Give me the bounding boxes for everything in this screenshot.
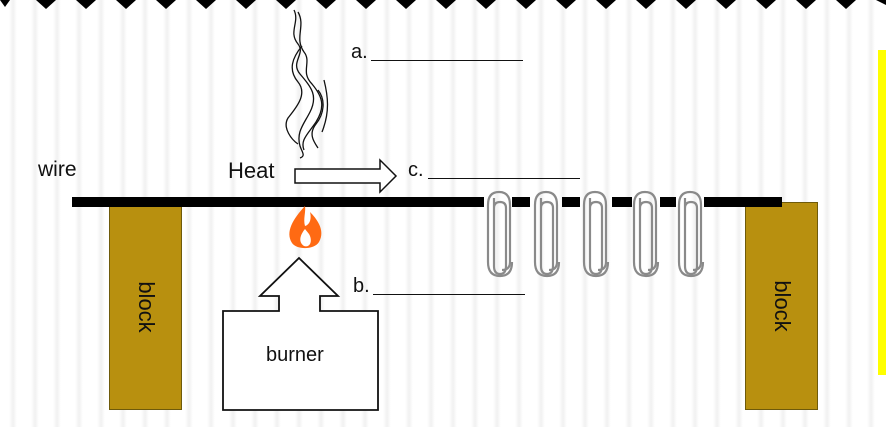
heat-label: Heat (228, 158, 275, 183)
smoke-icon (285, 9, 329, 159)
paperclip-icon (632, 190, 660, 278)
arrow-right-icon (294, 158, 398, 194)
left-block: block (109, 203, 182, 410)
wire-label: wire (38, 158, 77, 181)
burner-label: burner (266, 344, 324, 366)
right-block: block (745, 202, 818, 410)
side-accent-bar (878, 50, 886, 375)
paperclip-icon (486, 190, 514, 278)
blank-c-label: c. (408, 159, 424, 181)
blank-a-label: a. (351, 41, 368, 63)
answer-blank-b[interactable] (373, 294, 525, 295)
answer-blank-a[interactable] (371, 60, 523, 61)
wire-line (72, 197, 782, 207)
flame-icon (289, 206, 322, 249)
paperclip-icon (677, 190, 705, 278)
paperclip-icon (582, 190, 610, 278)
answer-blank-c[interactable] (428, 178, 580, 179)
blank-b-label: b. (353, 275, 370, 297)
burner-shape (222, 256, 379, 411)
paperclip-icon (533, 190, 561, 278)
top-scallop-border (0, 0, 886, 9)
